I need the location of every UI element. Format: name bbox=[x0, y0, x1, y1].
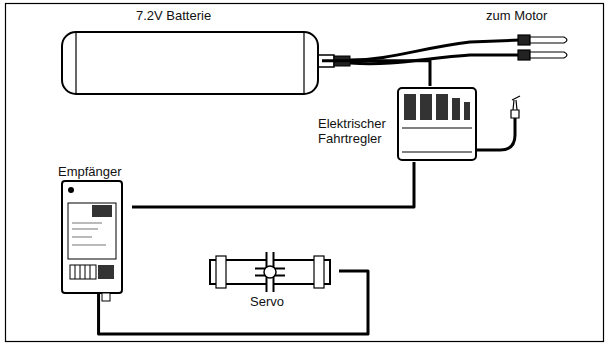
servo: Servo bbox=[205, 250, 339, 314]
cable bbox=[132, 162, 414, 207]
switch-wire bbox=[476, 96, 520, 150]
cable bbox=[322, 61, 430, 86]
part-label: 7.2V Batterie bbox=[136, 8, 322, 23]
battery: 7.2V Batterie bbox=[62, 4, 322, 94]
part-label: Servo bbox=[250, 294, 339, 309]
receiver: Empfänger bbox=[56, 164, 132, 294]
speed-controller: Elektrischer Fahrtregler bbox=[318, 86, 478, 162]
battery-drawing bbox=[62, 32, 318, 94]
part-label: Empfänger bbox=[58, 164, 132, 179]
wire-label: zum Motor bbox=[486, 8, 547, 23]
speed-controller-drawing bbox=[398, 88, 476, 160]
part-label: Elektrischer Fahrtregler bbox=[318, 116, 394, 146]
frame bbox=[6, 4, 604, 342]
receiver-drawing bbox=[62, 181, 122, 301]
servo-drawing bbox=[210, 254, 330, 292]
motor-connectors bbox=[518, 35, 567, 60]
